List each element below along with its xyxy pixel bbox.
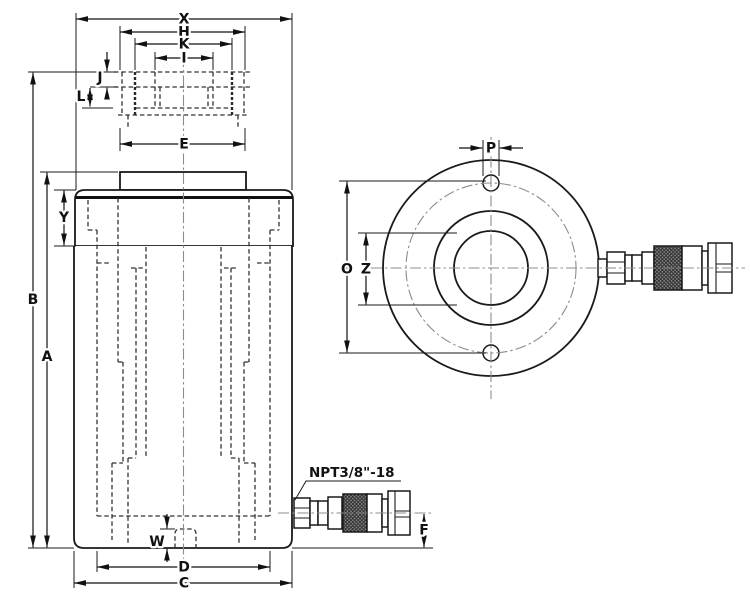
top-detail-view [114,71,251,129]
dim-label-d: D [178,560,190,576]
port-thread-callout [294,480,401,501]
centerlines [182,56,745,564]
port-thread-label: NPT3/8"-18 [309,465,395,481]
dim-label-o: O [341,262,353,278]
dim-label-l: L [77,89,86,105]
dim-j [28,52,118,100]
dim-label-i: I [181,51,186,67]
bottom-port [174,528,197,548]
dim-label-b: B [28,292,39,308]
dim-w [160,514,175,562]
dimensions [28,13,523,588]
dim-label-a: A [42,349,53,365]
dim-d [96,551,271,572]
dim-a [40,171,118,548]
dim-h [119,26,246,70]
dim-y [54,189,76,247]
dim-f [292,514,433,549]
dim-label-h: H [178,25,190,41]
dim-label-p: P [486,141,496,157]
dim-z [358,232,457,306]
dim-e [119,128,246,151]
bolt-circle [405,182,577,354]
dim-label-j: J [96,70,102,86]
dim-i [154,52,214,70]
dim-label-x: X [179,12,190,28]
dim-label-w: W [149,534,164,550]
front-view-hidden-lines [87,198,280,548]
dimension-labels: X H K I J L E Y B A W D C F O Z P NPT3/8… [25,9,498,594]
dim-label-y: Y [58,210,70,226]
dim-b [28,72,74,549]
dim-label-f: F [419,523,429,539]
dim-label-k: K [179,37,191,53]
dim-p [459,140,523,176]
dim-o [339,180,486,354]
dim-x [75,13,293,190]
dim-c [73,551,293,588]
dim-label-z: Z [361,262,371,278]
dim-k [134,38,233,70]
dim-l [82,88,113,109]
dim-label-c: C [179,576,189,592]
dim-label-e: E [179,137,189,153]
